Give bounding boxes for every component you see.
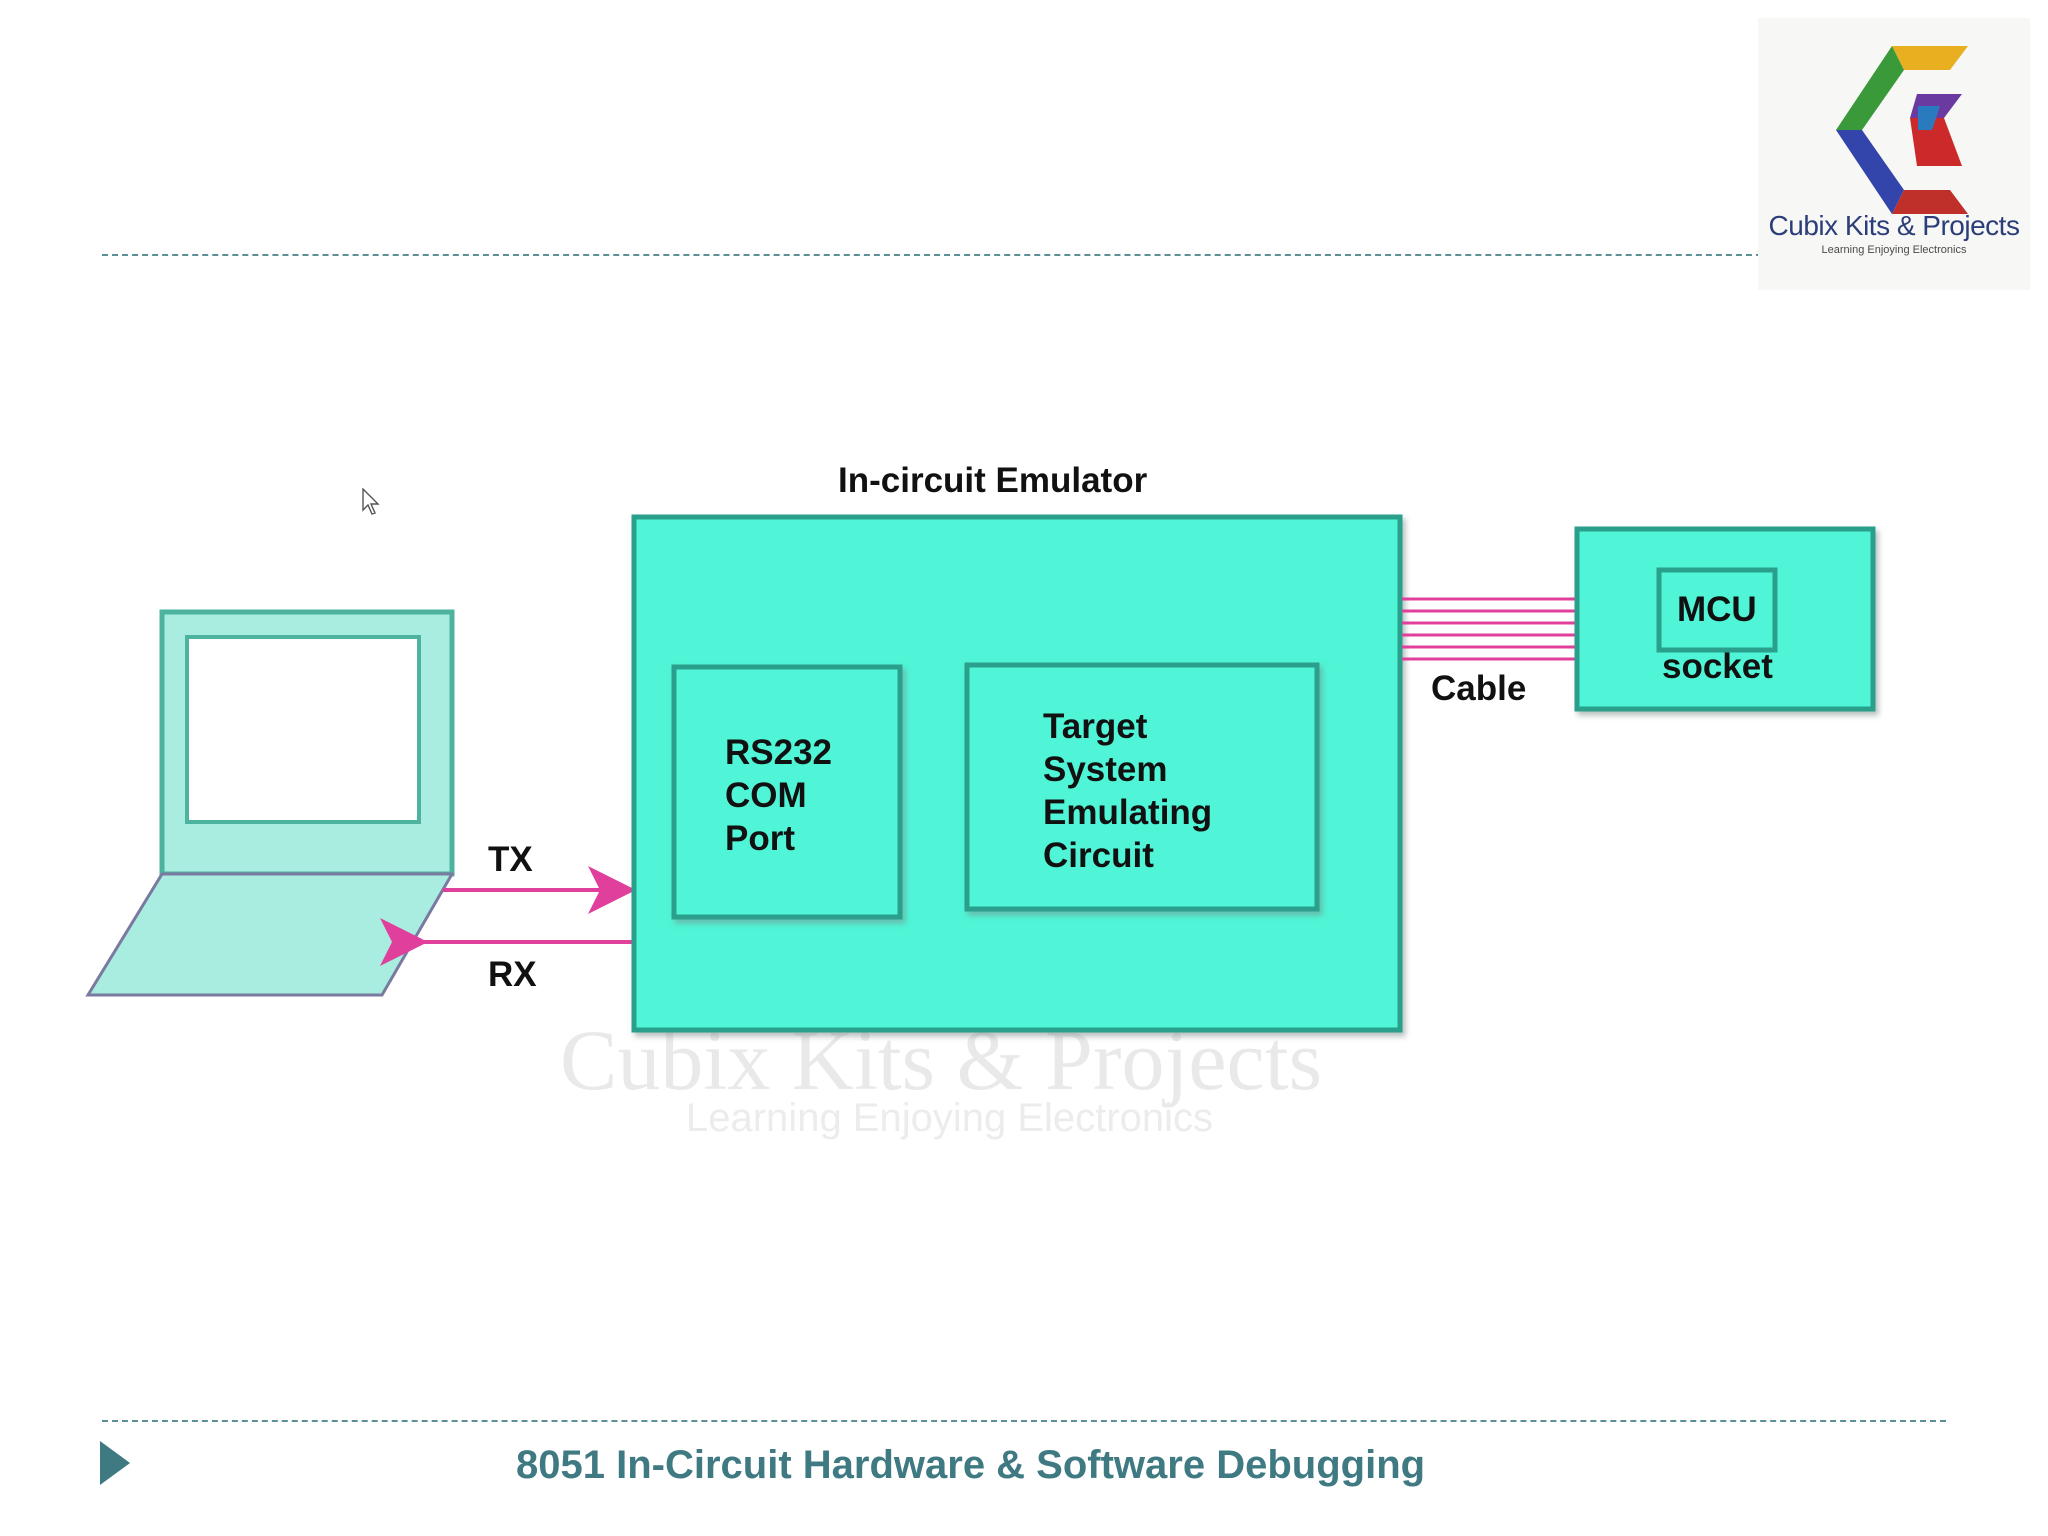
com-port-line-2: COM — [725, 776, 807, 815]
logo-name: Cubix Kits & Projects — [1768, 210, 2020, 241]
logo-tagline: Learning Enjoying Electronics — [1821, 244, 1967, 256]
tx-label: TX — [488, 840, 533, 879]
emulating-line-2: System — [1043, 750, 1168, 789]
ice-block-diagram: In-circuit Emulator RS232 COM Port Targe… — [80, 455, 1900, 1135]
cable-label: Cable — [1431, 669, 1527, 708]
slide-title: 8051 In-Circuit Hardware & Software Debu… — [516, 1443, 1426, 1487]
emulating-circuit-box — [964, 662, 1320, 912]
com-port-line-1: RS232 — [725, 733, 833, 772]
cable-lines — [1402, 597, 1577, 661]
mcu-label: MCU — [1677, 590, 1757, 629]
com-port-box — [671, 664, 903, 920]
cubix-logo-icon — [1836, 46, 1968, 214]
footer-divider — [102, 1420, 1946, 1422]
emulator-title: In-circuit Emulator — [838, 461, 1148, 500]
emulating-line-3: Emulating — [1043, 793, 1213, 832]
diagram-canvas — [85, 514, 1876, 1033]
socket-label: socket — [1662, 647, 1773, 686]
header-divider — [102, 254, 1762, 256]
play-triangle-icon — [100, 1441, 130, 1485]
watermark-tagline: Learning Enjoying Electronics — [686, 1096, 1213, 1140]
com-port-label: RS232 COM Port — [725, 731, 832, 860]
brand-logo: Cubix Kits & Projects Learning Enjoying … — [1758, 18, 2030, 290]
emulating-circuit-label: Target System Emulating Circuit — [1043, 705, 1212, 877]
emulating-line-1: Target — [1043, 707, 1148, 746]
emulating-line-4: Circuit — [1043, 836, 1154, 875]
mouse-cursor-icon — [362, 488, 380, 515]
laptop-icon — [85, 609, 455, 997]
rx-label: RX — [488, 955, 537, 994]
mcu-chip-box — [1656, 567, 1778, 653]
com-port-line-3: Port — [725, 819, 795, 858]
